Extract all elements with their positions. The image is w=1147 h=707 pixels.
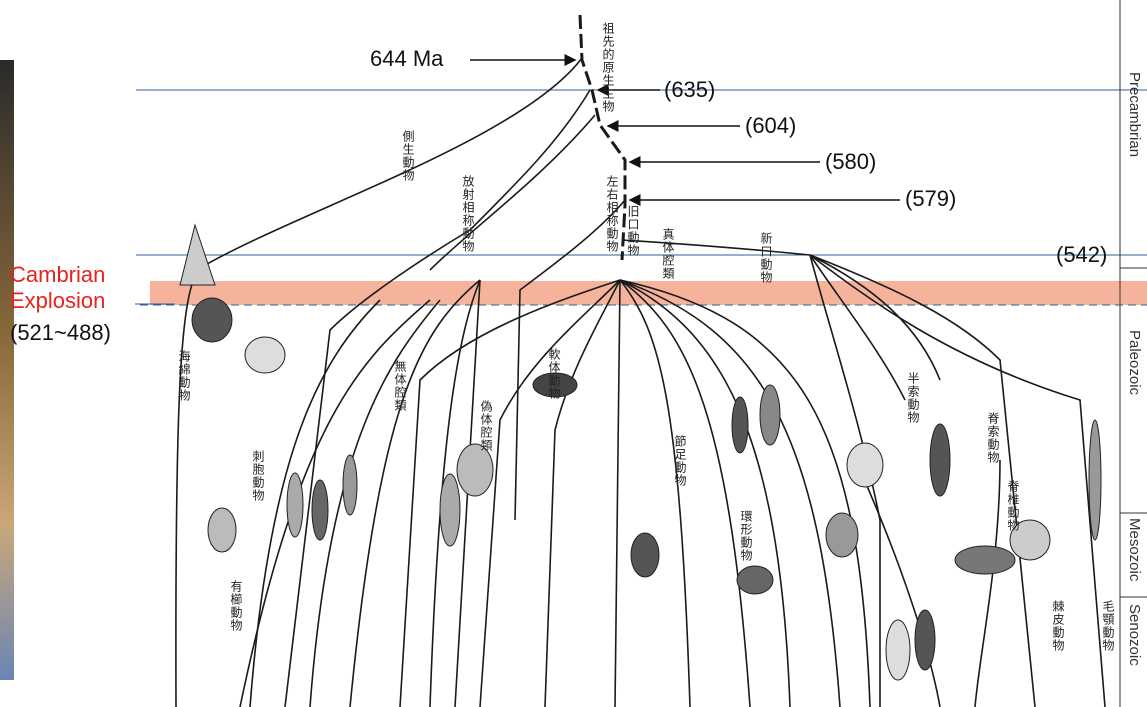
label-chaetognath: 毛顎動物 bbox=[1101, 600, 1115, 652]
photo-strip bbox=[0, 60, 14, 680]
label-bilateral: 左右相称動物 bbox=[605, 175, 619, 253]
era-precambrian: Precambrian bbox=[1126, 72, 1143, 158]
label-protostome: 旧口動物 bbox=[626, 205, 640, 257]
label-acoel: 無体腔類 bbox=[393, 360, 407, 412]
priapulid-illustration bbox=[825, 512, 859, 558]
label-hemichordate: 半索動物 bbox=[906, 372, 920, 424]
worm-illustration-1 bbox=[311, 479, 329, 541]
label-cnidaria: 刺胞動物 bbox=[251, 450, 265, 502]
label-coelomate: 真体腔類 bbox=[661, 228, 675, 280]
label-pseudo: 偽体腔類 bbox=[479, 400, 493, 452]
label-arthropod: 節足動物 bbox=[673, 435, 687, 487]
crab-illustration bbox=[736, 565, 774, 595]
tree-trunk bbox=[578, 14, 627, 261]
placozoa-illustration bbox=[191, 297, 233, 343]
label-ancestor: 祖先的原生生物 bbox=[601, 22, 615, 113]
vessel-illustration-2 bbox=[914, 609, 936, 671]
cambrian-explosion-label: Cambrian Explosion bbox=[10, 262, 105, 314]
label-annelid: 環形動物 bbox=[739, 510, 753, 562]
bryozoa-illustration bbox=[439, 473, 461, 547]
mollusk-illustration bbox=[532, 372, 578, 398]
sponge-illustration bbox=[179, 223, 216, 286]
age-label-604: (604) bbox=[745, 113, 797, 138]
organism-illustrations bbox=[179, 223, 1102, 681]
annelid-illustration bbox=[759, 384, 781, 446]
chaetognath-illustration bbox=[1088, 419, 1102, 541]
label-ctenophora: 有櫛動物 bbox=[229, 580, 243, 632]
label-vertebrate: 脊椎動物 bbox=[1006, 480, 1020, 532]
age-label-579: (579) bbox=[905, 186, 957, 211]
label-radial: 放射相称動物 bbox=[461, 175, 475, 253]
age-label-580: (580) bbox=[825, 149, 877, 174]
label-sponge: 側生動物 bbox=[401, 130, 415, 182]
brachiopod-illustration bbox=[846, 442, 884, 488]
tree-branches bbox=[175, 57, 1106, 707]
age-label-542: (542) bbox=[1056, 242, 1108, 267]
age-label-635: (635) bbox=[664, 77, 716, 102]
label-placozoa: 海綿動物 bbox=[177, 350, 191, 402]
label-deuterostome: 新口動物 bbox=[759, 232, 773, 284]
amphibian-illustration bbox=[954, 545, 1016, 575]
era-senozoic: Senozoic bbox=[1126, 604, 1143, 666]
centipede-illustration bbox=[731, 396, 749, 454]
age-label-644: 644 Ma bbox=[370, 46, 444, 71]
cambrian-line-2: Explosion bbox=[10, 288, 106, 313]
insect-illustration bbox=[630, 532, 660, 578]
echinoderm-illustration bbox=[1009, 519, 1051, 561]
label-echinoderm: 棘皮動物 bbox=[1051, 600, 1065, 652]
ctenophora-illustration bbox=[207, 507, 237, 553]
rotifer-illustration bbox=[456, 443, 494, 497]
cambrian-band bbox=[150, 281, 1147, 305]
cambrian-range: (521~488) bbox=[10, 320, 111, 345]
worm-illustration-2 bbox=[342, 454, 358, 516]
era-paleozoic: Paleozoic bbox=[1126, 330, 1143, 396]
hemichordate-illustration bbox=[929, 423, 951, 497]
cnidaria-illustration bbox=[244, 336, 286, 374]
era-mesozoic: Mesozoic bbox=[1126, 518, 1143, 582]
flatworm-illustration bbox=[286, 472, 304, 538]
label-chordate: 脊索動物 bbox=[986, 412, 1000, 464]
vessel-illustration-1 bbox=[885, 619, 911, 681]
label-mollusca: 軟体動物 bbox=[547, 348, 561, 400]
cambrian-line-1: Cambrian bbox=[10, 262, 106, 287]
